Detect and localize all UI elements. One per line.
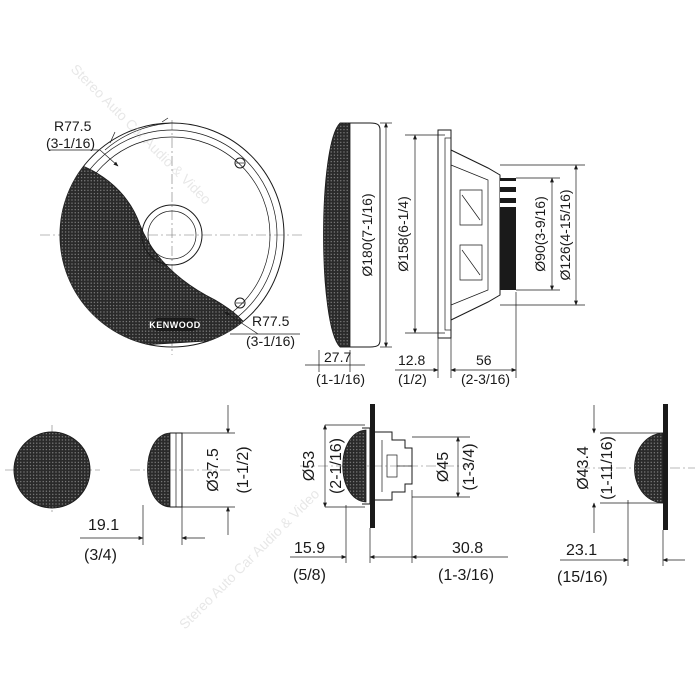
woofer-front-view: KENWOOD R77.5 (3-1/16) R77.5 (3-1/16) xyxy=(40,117,305,355)
surface-depth-inch: (15/16) xyxy=(557,569,608,586)
woofer-side-view: Ø180(7-1/16) 27.7 (1-1/16) xyxy=(305,122,392,387)
woofer-cutout-diameter: Ø158(6-1/4) xyxy=(395,196,411,271)
screw-tab-bottom xyxy=(234,297,246,309)
radius-bottom-value: R77.5 xyxy=(252,313,290,329)
tweeter-side-diameter-value: Ø37.5 xyxy=(205,448,222,492)
frame-diameter: Ø126(4-15/16) xyxy=(557,189,573,280)
tweeter-side-view: Ø37.5 (1-1/2) 19.1 (3/4) xyxy=(80,405,252,564)
tweeter-surface-mount-view: Ø43.4 (1-11/16) 23.1 (15/16) xyxy=(557,404,695,586)
woofer-outer-diameter: Ø180(7-1/16) xyxy=(359,193,375,276)
mount-depth-value: 56 xyxy=(476,352,492,368)
surface-diameter-inch: (1-11/16) xyxy=(599,436,616,500)
tweeter-flush-mount-view: Ø53 (2-1/16) Ø45 (1-3/4) 15.9 (5/8) 30.8… xyxy=(290,404,508,584)
tweeter-front-view xyxy=(5,425,100,515)
surface-depth-value: 23.1 xyxy=(566,542,597,559)
brand-logo-badge: KENWOOD xyxy=(149,318,201,331)
flush-cutout-diameter-inch: (1-3/4) xyxy=(461,443,478,490)
tweeter-side-depth-value: 19.1 xyxy=(88,517,119,534)
mount-depth-inch: (2-3/16) xyxy=(461,371,510,387)
screw-tab-top xyxy=(234,157,246,169)
flush-rear-depth-value: 30.8 xyxy=(452,540,483,557)
magnet-diameter: Ø90(3-9/16) xyxy=(532,196,548,271)
flush-rear-depth-inch: (1-3/16) xyxy=(438,567,494,584)
radius-top-inch: (3-1/16) xyxy=(46,135,95,151)
flush-front-depth-inch: (5/8) xyxy=(293,567,326,584)
flush-outer-diameter-value: Ø53 xyxy=(301,451,318,481)
flange-thickness-inch: (1/2) xyxy=(398,371,427,387)
flange-thickness-value: 12.8 xyxy=(398,352,425,368)
radius-bottom-inch: (3-1/16) xyxy=(246,333,295,349)
flush-outer-diameter-inch: (2-1/16) xyxy=(328,438,345,494)
tweeter-side-diameter-inch: (1-1/2) xyxy=(235,446,252,493)
flush-front-depth-value: 15.9 xyxy=(294,540,325,557)
woofer-grille-depth-inch: (1-1/16) xyxy=(316,371,365,387)
tweeter-side-depth-inch: (3/4) xyxy=(84,547,117,564)
woofer-grille-mesh xyxy=(60,159,257,347)
surface-diameter-value: Ø43.4 xyxy=(575,446,592,490)
radius-top-value: R77.5 xyxy=(54,118,92,134)
watermark-text-bottom: Stereo Auto Car Audio & Video xyxy=(176,485,323,632)
flush-cutout-diameter-value: Ø45 xyxy=(435,452,452,482)
woofer-grille-depth-value: 27.7 xyxy=(324,349,351,365)
brand-logo-text: KENWOOD xyxy=(149,320,201,330)
woofer-profile-view: Ø158(6-1/4) Ø90(3-9/16) Ø126(4-15/16) 12… xyxy=(395,129,585,387)
